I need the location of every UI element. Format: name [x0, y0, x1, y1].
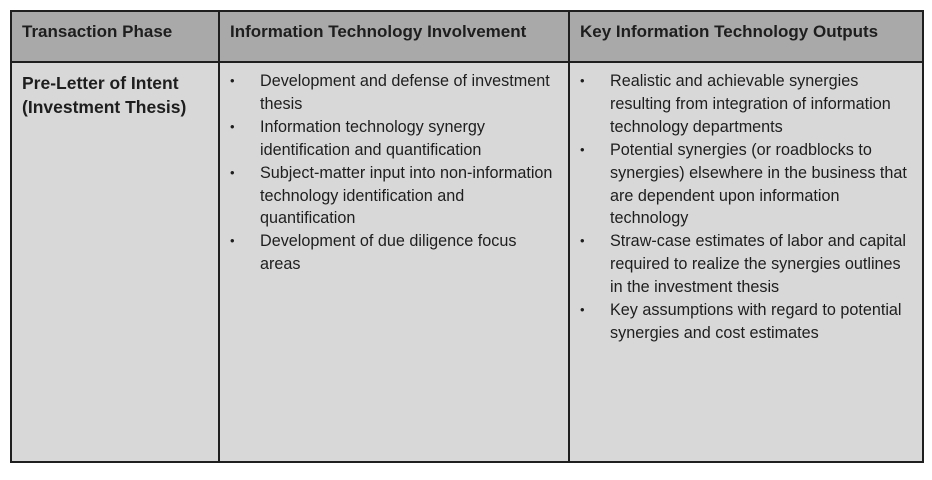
list-item: Development of due diligence focus areas	[230, 230, 560, 276]
phase-label: Pre-Letter of Intent (Investment Thesis)	[22, 73, 187, 117]
header-it-involvement: Information Technology Involvement	[218, 10, 570, 63]
header-row: Transaction Phase Information Technology…	[10, 10, 924, 63]
it-involvement-table: Transaction Phase Information Technology…	[10, 10, 924, 463]
list-item: Realistic and achievable synergies resul…	[580, 70, 914, 139]
list-item: Straw-case estimates of labor and capita…	[580, 230, 914, 299]
table-row: Pre-Letter of Intent (Investment Thesis)…	[10, 61, 924, 463]
list-item: Development and defense of investment th…	[230, 70, 560, 116]
list-item: Subject-matter input into non-informatio…	[230, 162, 560, 231]
outputs-list: Realistic and achievable synergies resul…	[580, 70, 914, 345]
header-key-it-outputs: Key Information Technology Outputs	[568, 10, 924, 63]
list-item: Potential synergies (or roadblocks to sy…	[580, 139, 914, 231]
involvement-cell: Development and defense of investment th…	[218, 61, 570, 463]
phase-cell: Pre-Letter of Intent (Investment Thesis)	[10, 61, 220, 463]
header-transaction-phase: Transaction Phase	[10, 10, 220, 63]
involvement-list: Development and defense of investment th…	[230, 70, 560, 276]
list-item: Key assumptions with regard to potential…	[580, 299, 914, 345]
outputs-cell: Realistic and achievable synergies resul…	[568, 61, 924, 463]
list-item: Information technology synergy identific…	[230, 116, 560, 162]
